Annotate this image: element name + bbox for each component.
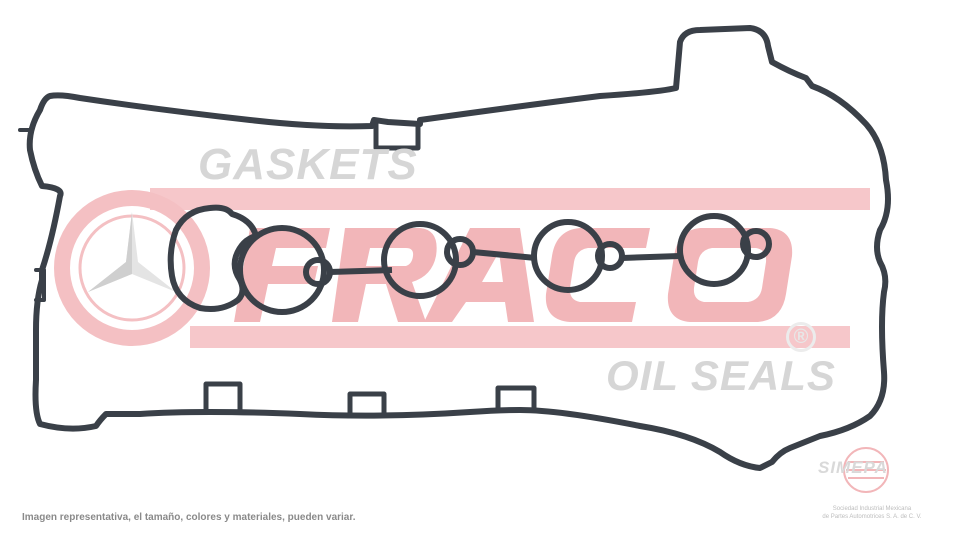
watermark-stripes bbox=[150, 188, 870, 348]
watermark-oil-seals-text: OIL SEALS bbox=[606, 352, 836, 399]
gasket-inner-chain bbox=[167, 204, 772, 315]
simepa-tagline-1: Sociedad Industrial Mexicana bbox=[832, 506, 912, 512]
watermark-gaskets-text: GASKETS bbox=[198, 140, 418, 189]
watermark-emblem bbox=[54, 190, 210, 346]
registered-mark: ® bbox=[786, 322, 816, 352]
watermark-brand-letters bbox=[234, 228, 793, 322]
simepa-logo-text: SIMEPA bbox=[818, 458, 888, 477]
simepa-emblem bbox=[843, 447, 889, 493]
simepa-tagline-2: de Partes Automotrices S. A. de C. V. bbox=[822, 514, 922, 520]
gasket-outline bbox=[18, 25, 891, 471]
disclaimer-text: Imagen representativa, el tamaño, colore… bbox=[22, 512, 356, 523]
